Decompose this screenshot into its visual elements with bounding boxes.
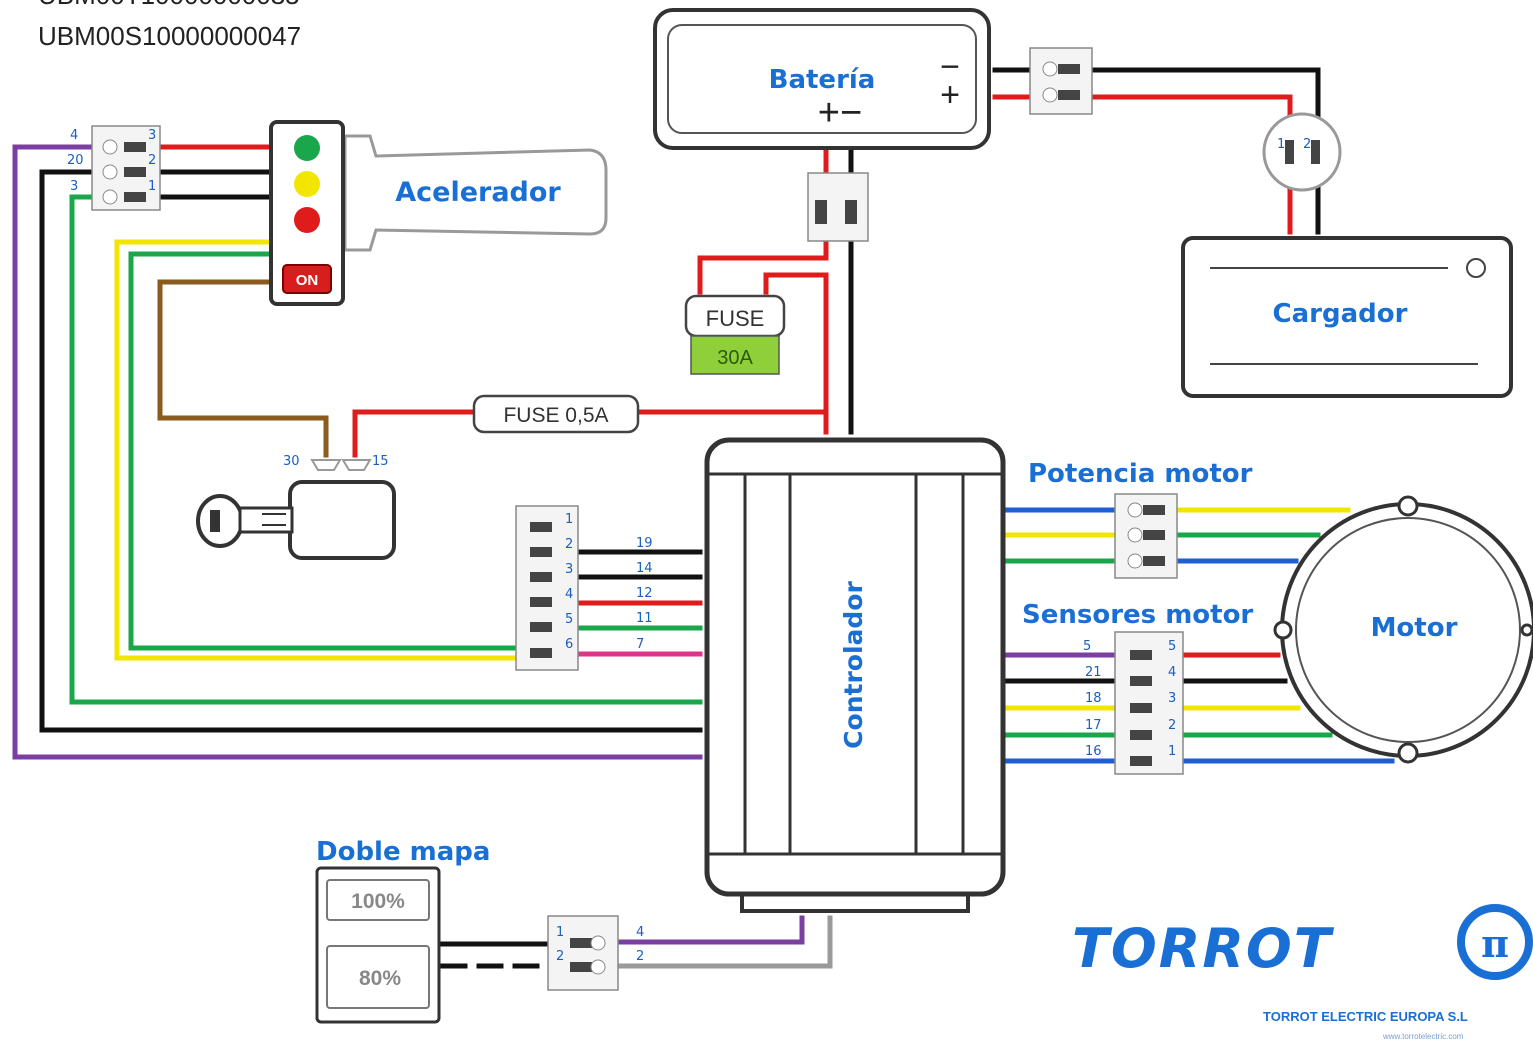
code-line-2: UBM00S10000000047	[38, 21, 301, 51]
throttle-connector: 4 20 3 3 2 1	[67, 125, 161, 211]
throttle-label: Acelerador	[395, 177, 561, 208]
fuse-main: FUSE 30A	[684, 294, 786, 375]
dual-map-label: Doble mapa	[316, 837, 490, 867]
motor: Motor	[1273, 495, 1533, 764]
throttle: Acelerador ON	[269, 120, 608, 306]
map-wire-4: 4	[636, 925, 644, 940]
sensor-wire-17: 17	[1085, 718, 1102, 733]
fuse-main-rating: 30A	[717, 347, 753, 369]
lc-pin-3: 3	[565, 562, 573, 577]
motor-sensors-connector: 5 21 18 17 16 5 4 3 2 1	[1083, 631, 1184, 775]
code-line-1: UBM00T10000000035	[38, 0, 300, 10]
battery: Batería +− − +	[653, 8, 991, 150]
lc-wire-19: 19	[636, 536, 653, 551]
dual-map-switch: 100% 80%	[315, 866, 441, 1024]
wire-green-throttle	[128, 251, 530, 651]
motor-power-label: Potencia motor	[1028, 459, 1253, 489]
lc-wire-14: 14	[636, 561, 653, 576]
battery-label: Batería	[769, 65, 876, 95]
sensor-wire-21: 21	[1085, 665, 1102, 680]
battery-charger-connector	[1029, 47, 1093, 115]
dual-map-connector: 1 2 4 2	[547, 915, 644, 991]
wire-fuse-small-key	[352, 409, 475, 458]
logo-text: TORROT	[1072, 917, 1335, 980]
controller-label: Controlador	[839, 581, 868, 749]
key-switch: 30 15	[196, 454, 396, 560]
sensor-pin-1: 1	[1168, 744, 1176, 759]
sensor-pin-4: 4	[1168, 665, 1176, 680]
on-button	[282, 264, 332, 294]
fuse-small-label: FUSE 0,5A	[503, 404, 608, 427]
lc-pin-5: 5	[565, 612, 573, 627]
map-wire-2: 2	[636, 949, 644, 964]
map-pin-1: 1	[556, 925, 564, 940]
map-option-100: 100%	[351, 890, 405, 913]
wire-black-loop	[39, 169, 703, 733]
throttle-pin-left-2: 20	[67, 153, 84, 168]
controller: Controlador	[704, 437, 1006, 913]
wire-purple-loop	[12, 144, 703, 760]
wire-map-purple	[612, 915, 805, 945]
motor-sensors-label: Sensores motor	[1022, 600, 1253, 630]
key-pin-15: 15	[372, 454, 389, 469]
battery-side-plus: +	[940, 76, 960, 114]
wire-battery-charger-red	[992, 94, 1293, 235]
red-light-icon	[294, 207, 320, 233]
sensor-pin-3: 3	[1168, 691, 1176, 706]
lc-pin-2: 2	[565, 537, 573, 552]
wire-fuse-controller-red	[763, 272, 829, 435]
lc-pin-4: 4	[565, 587, 573, 602]
sensor-wire-16: 16	[1085, 744, 1102, 759]
fuse-main-label: FUSE	[706, 306, 765, 331]
company-url: www.torrotelectric.com	[1382, 1032, 1464, 1041]
left-connector: 1 2 3 4 5 6 19 14 12 11 7	[515, 505, 653, 671]
throttle-pin-right-3: 1	[148, 179, 156, 194]
company-name: TORROT ELECTRIC EUROPA S.L	[1263, 1009, 1468, 1024]
svg-text:π: π	[1481, 921, 1509, 966]
lc-wire-12: 12	[636, 586, 653, 601]
map-pin-2: 2	[556, 949, 564, 964]
throttle-pin-left-3: 3	[70, 179, 78, 194]
charger-plug-pin-2: 2	[1303, 137, 1311, 152]
motor-label: Motor	[1371, 613, 1458, 643]
sensor-wire-18: 18	[1085, 691, 1102, 706]
map-option-80: 80%	[359, 967, 401, 990]
charger-plug-pin-1: 1	[1277, 137, 1285, 152]
sensor-pin-2: 2	[1168, 718, 1176, 733]
throttle-pin-right-1: 3	[148, 128, 156, 143]
lc-pin-6: 6	[565, 637, 573, 652]
torrot-emblem-icon	[1457, 904, 1533, 980]
throttle-pin-right-2: 2	[148, 153, 156, 168]
sensor-wire-5: 5	[1083, 639, 1091, 654]
wire-yellow-throttle	[114, 239, 530, 661]
battery-terminals: +−	[818, 92, 862, 134]
key-pin-30: 30	[283, 454, 300, 469]
lc-pin-1: 1	[565, 512, 573, 527]
green-light-icon	[294, 135, 320, 161]
torrot-logo: TORROT π	[1072, 904, 1533, 980]
charger: Cargador	[1181, 236, 1513, 398]
fuse-small: FUSE 0,5A	[472, 394, 640, 434]
wire-battery-fuse-red	[697, 149, 829, 295]
yellow-light-icon	[294, 171, 320, 197]
wire-brown-key	[157, 279, 329, 458]
wire-map-gray	[612, 915, 833, 969]
battery-fuse-connector	[807, 172, 869, 242]
charger-label: Cargador	[1273, 299, 1408, 329]
wire-green-loop	[69, 194, 703, 705]
throttle-pin-left-1: 4	[70, 128, 78, 143]
lc-wire-11: 11	[636, 611, 653, 626]
sensor-pin-5: 5	[1168, 639, 1176, 654]
key-icon	[196, 494, 294, 548]
motor-power-connector	[1114, 493, 1178, 579]
on-button-label: ON	[296, 272, 319, 289]
lc-wire-7: 7	[636, 637, 644, 652]
charger-plug: 1 2	[1262, 112, 1342, 192]
battery-side-minus: −	[940, 48, 960, 86]
